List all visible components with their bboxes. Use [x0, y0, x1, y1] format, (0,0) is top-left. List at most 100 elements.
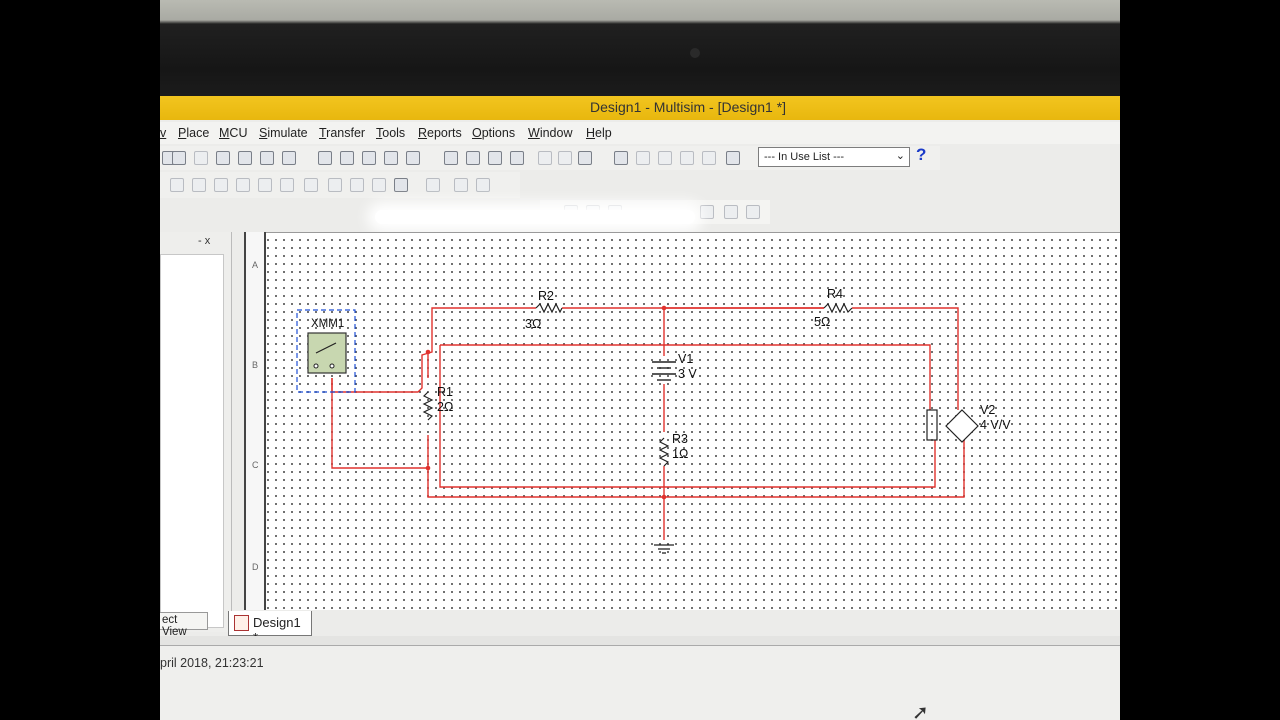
wire-inner-top — [440, 344, 931, 410]
place-bus-icon[interactable] — [476, 178, 490, 192]
tab-project-view[interactable]: ect View — [160, 612, 208, 638]
panel-window-controls[interactable]: - x — [198, 235, 211, 247]
database-icon[interactable] — [510, 151, 524, 165]
transfer-icon[interactable] — [680, 151, 694, 165]
undo-icon[interactable] — [260, 151, 274, 165]
place-power-icon[interactable] — [350, 178, 364, 192]
clock-icon[interactable] — [746, 205, 760, 219]
vcvs-control-port[interactable] — [926, 409, 938, 441]
net-icon[interactable] — [700, 205, 714, 219]
redo-icon[interactable] — [282, 151, 296, 165]
status-timestamp: pril 2018, 21:23:21 — [160, 656, 264, 670]
menu-simulate[interactable]: Simulate — [259, 126, 308, 140]
wires — [331, 307, 965, 540]
tab-strip-border — [160, 636, 1120, 646]
menu-reports[interactable]: Reports — [418, 126, 462, 140]
probe-icon[interactable] — [724, 205, 738, 219]
title-bar: Design1 - Multisim - [Design1 *] — [160, 96, 1120, 120]
place-analog-icon[interactable] — [258, 178, 272, 192]
r4-value: 5Ω — [814, 315, 831, 329]
hierarchical-block-icon[interactable] — [454, 178, 468, 192]
place-mcu-icon[interactable] — [426, 178, 440, 192]
run-dropdown-icon[interactable] — [726, 151, 740, 165]
print-preview-icon[interactable] — [172, 151, 186, 165]
multimeter-terminal-minus[interactable] — [329, 363, 335, 369]
ruler-mark-d: D — [252, 562, 259, 572]
multimeter-icon[interactable] — [307, 332, 347, 374]
back-annotate-icon[interactable] — [702, 151, 716, 165]
battery-v1[interactable] — [652, 361, 676, 381]
v1-name: V1 — [678, 352, 694, 366]
schematic-workspace[interactable] — [244, 232, 1120, 610]
multimeter-terminal-plus[interactable] — [313, 363, 319, 369]
paste-icon[interactable] — [238, 151, 252, 165]
ruler-mark-a: A — [252, 260, 259, 270]
menu-place[interactable]: Place — [178, 126, 210, 140]
component-wizard-icon[interactable] — [538, 151, 552, 165]
zoom-area-icon[interactable] — [384, 151, 398, 165]
v2-value: 4 V/V — [980, 418, 1011, 432]
chevron-down-icon: ⌄ — [895, 150, 905, 162]
menu-view[interactable]: v — [160, 126, 167, 140]
ruler-mark-b: B — [252, 360, 259, 370]
design-tree[interactable] — [160, 254, 224, 628]
fullscreen-icon[interactable] — [318, 151, 332, 165]
place-source-icon[interactable] — [170, 178, 184, 192]
spreadsheet-icon[interactable] — [488, 151, 502, 165]
place-basic-icon[interactable] — [192, 178, 206, 192]
menu-options[interactable]: Options — [472, 126, 516, 140]
place-ttl-icon[interactable] — [280, 178, 294, 192]
r2-value: 3Ω — [525, 317, 542, 331]
circuit-schematic — [296, 302, 979, 554]
ground-icon — [654, 544, 674, 554]
design-toolbox-panel: - x — [160, 232, 232, 632]
zoom-in-icon[interactable] — [340, 151, 354, 165]
menu-bar: v Place MCU Simulate Transfer Tools Repo… — [160, 122, 1120, 144]
window-title: Design1 - Multisim - [Design1 *] — [590, 99, 787, 115]
r1-value: 2Ω — [437, 400, 454, 414]
help-icon[interactable]: ? — [916, 145, 927, 164]
wire-meter-to-r1-bottom — [331, 378, 428, 469]
postprocessor-icon[interactable] — [558, 151, 572, 165]
zoom-sheet-icon[interactable] — [406, 151, 420, 165]
monitor-bezel — [160, 0, 1120, 96]
camera-dot — [690, 48, 700, 58]
menu-transfer[interactable]: Transfer — [319, 126, 366, 140]
resistor-r1[interactable] — [422, 391, 434, 421]
in-use-list-select[interactable]: --- In Use List --- ⌄ — [758, 147, 910, 167]
menu-window[interactable]: Window — [528, 126, 573, 140]
place-rf-icon[interactable] — [372, 178, 386, 192]
in-use-list-value: --- In Use List --- — [764, 151, 845, 163]
menu-mcu[interactable]: MCU — [219, 126, 248, 140]
cut-icon[interactable] — [194, 151, 208, 165]
multimeter-needle — [315, 342, 337, 354]
place-misc-icon[interactable] — [304, 178, 318, 192]
tab-design1[interactable]: Design1 * — [228, 611, 312, 645]
rectangle-icon[interactable] — [658, 151, 672, 165]
grapher-icon[interactable] — [466, 151, 480, 165]
copy-icon[interactable] — [216, 151, 230, 165]
v1-value: 3 V — [678, 367, 697, 381]
resistor-r3[interactable] — [658, 437, 670, 467]
vcvs-diamond[interactable] — [945, 409, 979, 443]
breadboard-icon[interactable] — [614, 151, 628, 165]
erc-icon[interactable] — [636, 151, 650, 165]
zoom-out-icon[interactable] — [362, 151, 376, 165]
resistor-r2[interactable] — [535, 302, 563, 314]
photo-frame: Design1 - Multisim - [Design1 *] v Place… — [160, 0, 1120, 720]
place-electromech-icon[interactable] — [394, 178, 408, 192]
analysis-icon[interactable] — [578, 151, 592, 165]
v2-name: V2 — [980, 403, 996, 417]
wire-top-right — [852, 307, 959, 410]
mouse-cursor-icon: ➚ — [912, 702, 929, 720]
search-icon[interactable] — [444, 151, 458, 165]
junctions — [425, 305, 667, 500]
resistor-r4[interactable] — [823, 302, 853, 314]
menu-tools[interactable]: Tools — [376, 126, 406, 140]
place-indicator-icon[interactable] — [328, 178, 342, 192]
component-toolbar — [160, 172, 520, 198]
place-transistor-icon[interactable] — [236, 178, 250, 192]
r3-value: 1Ω — [672, 447, 689, 461]
place-diode-icon[interactable] — [214, 178, 228, 192]
menu-help[interactable]: Help — [586, 126, 612, 140]
